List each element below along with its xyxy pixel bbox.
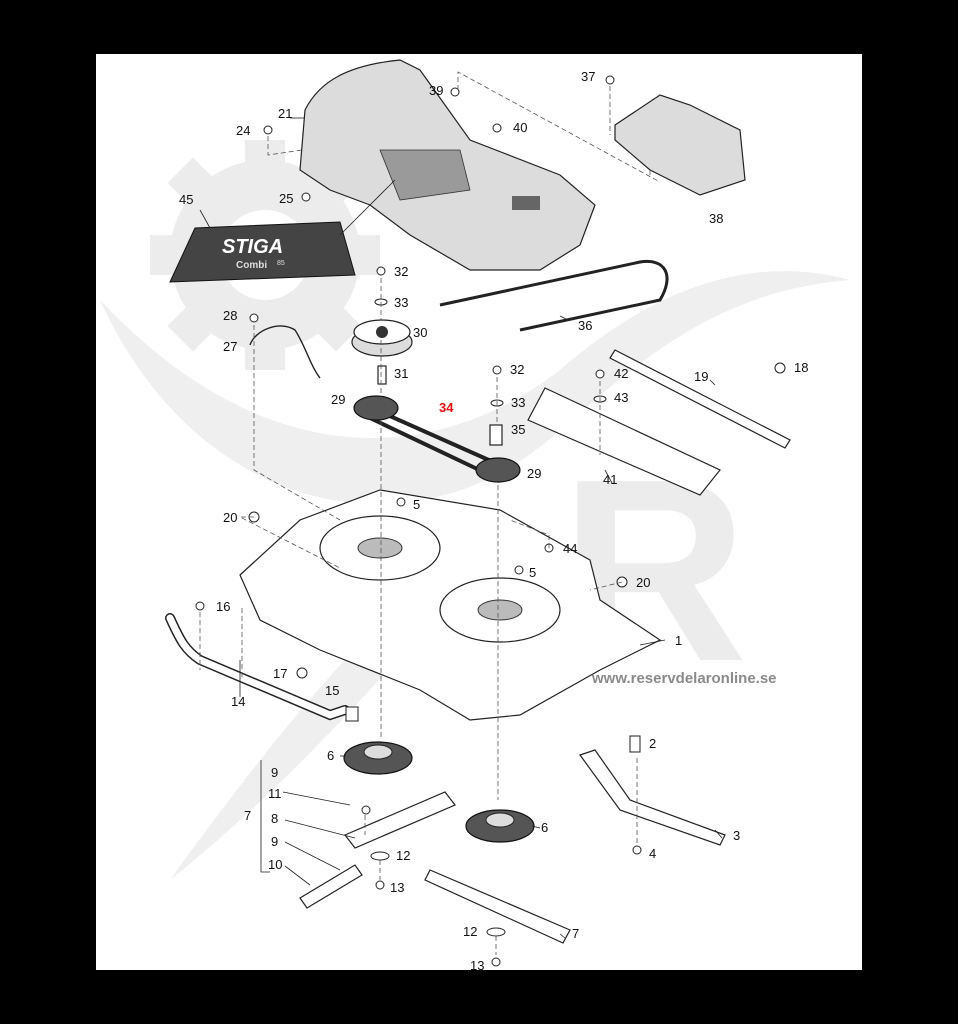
part-6-spindle-left xyxy=(343,741,413,775)
part-3-bar xyxy=(579,749,726,846)
callout-27: 27 xyxy=(223,339,237,354)
callout-9-bottom: 9 xyxy=(271,834,278,849)
callout-14: 14 xyxy=(231,694,245,709)
callout-25: 25 xyxy=(279,191,293,206)
part-27-wire xyxy=(249,325,321,379)
callout-11: 11 xyxy=(268,786,282,801)
callout-24: 24 xyxy=(236,123,250,138)
decal-size: 85 xyxy=(277,260,285,267)
callout-39: 39 xyxy=(429,83,443,98)
watermark-url: www.reservdelaronline.se xyxy=(591,670,777,687)
part-35-spacer xyxy=(489,424,503,446)
leader-lines xyxy=(199,71,661,955)
callout-13-left: 13 xyxy=(390,880,404,895)
part-31-key xyxy=(377,365,387,385)
callout-32-right: 32 xyxy=(510,362,524,377)
part-6-spindle-right xyxy=(465,809,535,843)
callout-12-right: 12 xyxy=(463,924,477,939)
callout-15: 15 xyxy=(325,683,339,698)
callout-35: 35 xyxy=(511,422,525,437)
callout-37: 37 xyxy=(581,69,595,84)
part-41-shield xyxy=(527,387,721,496)
part-36-belt xyxy=(439,259,669,332)
callout-16: 16 xyxy=(216,599,230,614)
part-19-bracket xyxy=(609,349,791,449)
decal-model: Combi xyxy=(236,260,267,271)
callout-33-right: 33 xyxy=(511,395,525,410)
part-21-cover xyxy=(299,59,596,271)
callout-3: 3 xyxy=(733,828,740,843)
callout-1: 1 xyxy=(675,633,682,648)
callout-42: 42 xyxy=(614,366,628,381)
callout-31: 31 xyxy=(394,366,408,381)
callout-20-left: 20 xyxy=(223,510,237,525)
callout-5-lower: 5 xyxy=(529,565,536,580)
callout-29-right: 29 xyxy=(527,466,541,481)
callout-17: 17 xyxy=(273,666,287,681)
callout-8: 8 xyxy=(271,811,278,826)
callout-10: 10 xyxy=(268,857,282,872)
callout-6-left: 6 xyxy=(327,748,334,763)
callout-43: 43 xyxy=(614,390,628,405)
callout-30: 30 xyxy=(413,325,427,340)
callout-2: 2 xyxy=(649,736,656,751)
callout-44: 44 xyxy=(563,541,577,556)
part-45-decal: STIGA Combi 85 xyxy=(169,221,356,283)
callout-12-left: 12 xyxy=(396,848,410,863)
callout-38: 38 xyxy=(709,211,723,226)
part-7-blade-left xyxy=(344,791,456,849)
callout-5-upper: 5 xyxy=(413,497,420,512)
callout-6-right: 6 xyxy=(541,820,548,835)
callout-34-highlight: 34 xyxy=(439,400,454,415)
callout-7-left: 7 xyxy=(244,808,251,823)
watermark-swoosh xyxy=(100,271,850,505)
callout-leaders xyxy=(199,117,723,939)
callout-7-right: 7 xyxy=(572,926,579,941)
callout-20-right: 20 xyxy=(636,575,650,590)
callout-18: 18 xyxy=(794,360,808,375)
decal-brand: STIGA xyxy=(222,236,283,258)
callout-45: 45 xyxy=(179,192,193,207)
callout-21: 21 xyxy=(278,106,292,121)
callout-28: 28 xyxy=(223,308,237,323)
callout-4: 4 xyxy=(649,846,656,861)
callout-32-top: 32 xyxy=(394,264,408,279)
fasteners xyxy=(195,75,786,967)
part-34-chain xyxy=(353,395,521,483)
callout-9-top: 9 xyxy=(271,765,278,780)
callout-36: 36 xyxy=(578,318,592,333)
callout-19: 19 xyxy=(694,369,708,384)
part-38-guard xyxy=(614,94,746,196)
part-8-blade-small xyxy=(299,864,363,909)
callout-33-top: 33 xyxy=(394,295,408,310)
part-7-blade-right xyxy=(424,869,571,944)
part-30-pulley xyxy=(351,319,413,357)
callout-13-right: 13 xyxy=(470,958,484,973)
part-1-deck xyxy=(239,489,662,721)
callout-29-left: 29 xyxy=(331,392,345,407)
callout-40: 40 xyxy=(513,120,527,135)
callout-41: 41 xyxy=(603,472,617,487)
